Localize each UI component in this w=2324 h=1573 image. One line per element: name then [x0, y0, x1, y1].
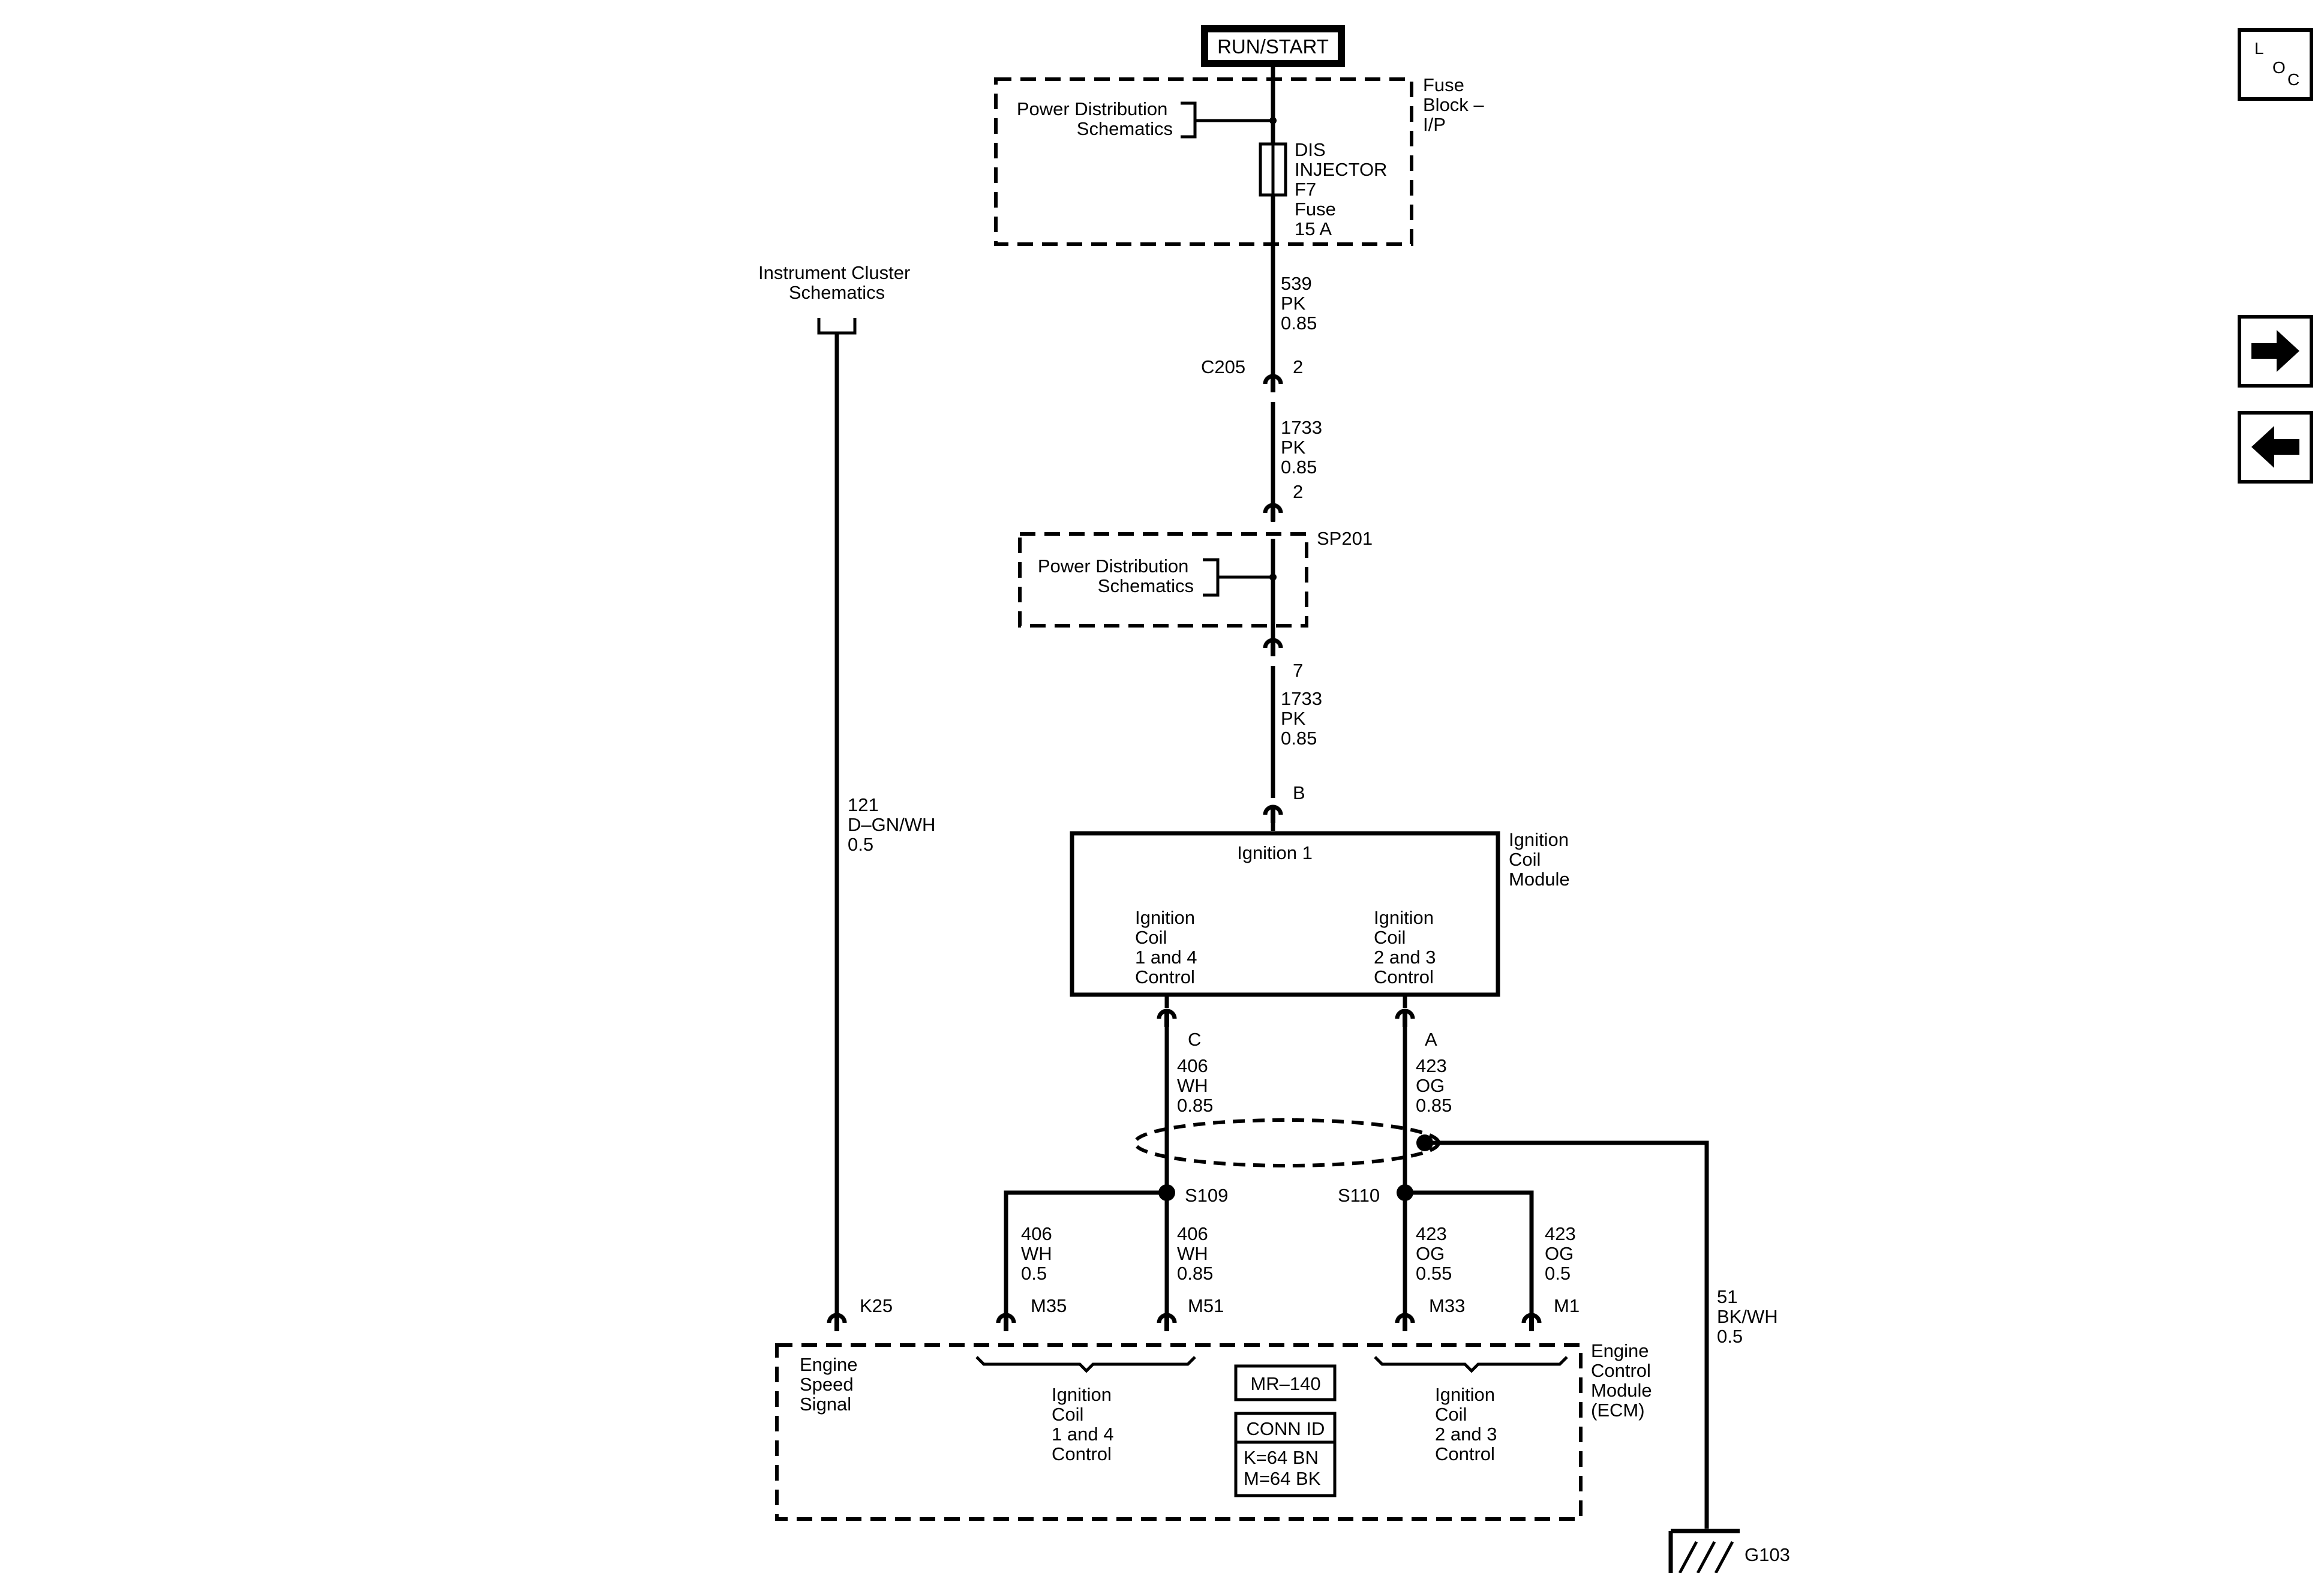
- wire-51-ground: [1425, 1140, 1709, 1529]
- engine-speed-signal-label: Engine Speed Signal: [800, 1354, 863, 1415]
- loc-letter-o: O: [2272, 58, 2286, 77]
- ecm-pin-k25: K25: [829, 1295, 893, 1331]
- coil-connector-a: A: [1397, 995, 1437, 1050]
- coil-2-3-brace: [1374, 1356, 1568, 1373]
- next-page-button[interactable]: [2238, 315, 2313, 388]
- ecm-pin-m51: M51: [1159, 1295, 1224, 1331]
- m1-label: M1: [1554, 1295, 1580, 1316]
- splice-pack-sp201: 2 SP201 Power Distribution Schematics 7: [1018, 481, 1373, 681]
- wire-539-label: 539 PK 0.85: [1281, 273, 1317, 334]
- arrow-left-icon: [2251, 426, 2299, 468]
- loc-letter-l: L: [2254, 39, 2264, 58]
- loc-letter-c: C: [2287, 70, 2299, 89]
- coil-pin-a: A: [1425, 1029, 1437, 1050]
- wire-406-m35-label: 406 WH 0.5: [1021, 1223, 1057, 1284]
- k25-label: K25: [860, 1295, 893, 1316]
- coil-connector-c: C: [1159, 995, 1201, 1050]
- fuse-block-title: Fuse Block – I/P: [1423, 74, 1489, 135]
- coil-1-4-brace: [975, 1356, 1196, 1373]
- instrument-cluster-ref: Instrument Cluster Schematics: [758, 262, 915, 1314]
- previous-page-button[interactable]: [2238, 411, 2313, 484]
- ecm-coil-2-3-label: Ignition Coil 2 and 3 Control: [1435, 1384, 1502, 1464]
- twisted-pair-shield: [1133, 1118, 1440, 1167]
- ecm-pin-m1: M1: [1524, 1295, 1580, 1331]
- fuse-block: Fuse Block – I/P Power Distribution Sche…: [994, 74, 1489, 246]
- instrument-cluster-ref-label: Instrument Cluster Schematics: [758, 262, 915, 303]
- wire-406-m51-label: 406 WH 0.85: [1177, 1223, 1213, 1284]
- connector-c205: C205 2: [1201, 356, 1303, 392]
- ecm-pin-m33: M33: [1397, 1295, 1465, 1331]
- loc-button[interactable]: L O C: [2238, 28, 2313, 101]
- g103-label: G103: [1744, 1544, 1790, 1565]
- arrow-right-icon: [2251, 330, 2299, 372]
- wire-1733-lower-label: 1733 PK 0.85: [1281, 688, 1328, 749]
- ignition-coil-module-title: Ignition Coil Module: [1509, 829, 1574, 890]
- ecm-title: Engine Control Module (ECM): [1591, 1340, 1657, 1421]
- wire-423-m1-label: 423 OG 0.5: [1545, 1223, 1581, 1284]
- splice-s110: S110: [1338, 1184, 1534, 1314]
- wire-423-m33-label: 423 OG 0.55: [1416, 1223, 1452, 1284]
- sp201-in-pin: 2: [1293, 481, 1303, 502]
- s110-label: S110: [1338, 1185, 1380, 1206]
- ecm-pin-m35: M35: [998, 1295, 1067, 1331]
- run-start-power-box: RUN/START: [1201, 25, 1345, 67]
- run-start-label: RUN/START: [1217, 35, 1329, 58]
- coil-1-4-control-label: Ignition Coil 1 and 4 Control: [1135, 907, 1202, 987]
- wire-406-top-label: 406 WH 0.85: [1177, 1055, 1213, 1116]
- mr-140-label: MR–140: [1250, 1373, 1320, 1394]
- ground-g103: G103: [1668, 1529, 1790, 1573]
- c205-label: C205: [1201, 356, 1245, 377]
- m33-label: M33: [1429, 1295, 1465, 1316]
- coil-pin-c: C: [1188, 1029, 1201, 1050]
- ecm-coil-1-4-label: Ignition Coil 1 and 4 Control: [1052, 1384, 1119, 1464]
- coil-2-3-control-label: Ignition Coil 2 and 3 Control: [1374, 907, 1441, 987]
- wire-1733-upper-label: 1733 PK 0.85: [1281, 417, 1328, 478]
- ignition-1-label: Ignition 1: [1237, 842, 1313, 863]
- conn-id-lines: K=64 BN M=64 BK: [1244, 1447, 1324, 1489]
- wire-121-label: 121 D–GN/WH 0.5: [848, 794, 941, 855]
- splice-s109: S109: [1004, 1184, 1228, 1314]
- sp201-out-pin: 7: [1293, 660, 1303, 681]
- ignition-coil-module: B Ignition 1 Ignition Coil Module Igniti…: [1070, 782, 1574, 997]
- coil-pin-b: B: [1293, 782, 1305, 803]
- conn-id-title: CONN ID: [1247, 1418, 1325, 1439]
- engine-control-module: Engine Control Module (ECM) Engine Speed…: [775, 1340, 1657, 1521]
- m35-label: M35: [1031, 1295, 1067, 1316]
- wire-423-top-label: 423 OG 0.85: [1416, 1055, 1452, 1116]
- power-distribution-ref-top: Power Distribution Schematics: [1017, 98, 1173, 139]
- fuse-f7-label: DIS INJECTOR F7 Fuse 15 A: [1295, 139, 1392, 239]
- m51-label: M51: [1188, 1295, 1224, 1316]
- wire-51-label: 51 BK/WH 0.5: [1717, 1286, 1783, 1347]
- sp201-label: SP201: [1317, 528, 1373, 549]
- s109-label: S109: [1185, 1185, 1228, 1206]
- c205-pin: 2: [1293, 356, 1303, 377]
- power-distribution-ref-sp201: Power Distribution Schematics: [1038, 556, 1194, 596]
